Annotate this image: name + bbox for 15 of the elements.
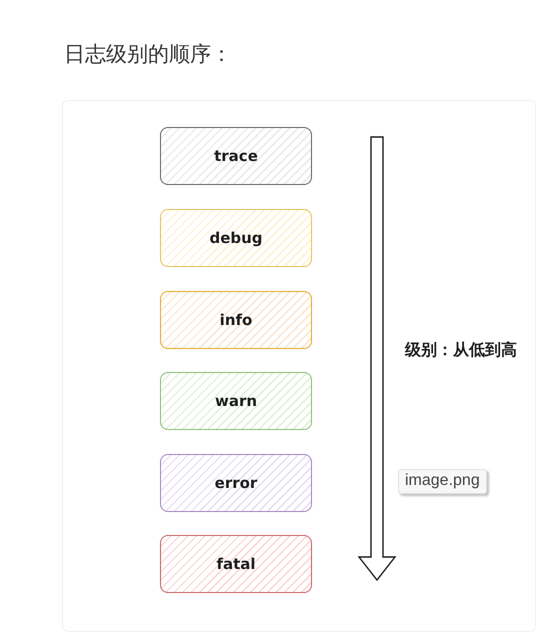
level-name: fatal bbox=[216, 555, 256, 573]
level-name: warn bbox=[214, 392, 258, 410]
level-name: debug bbox=[209, 229, 263, 247]
level-name: error bbox=[214, 474, 258, 492]
level-box bbox=[160, 127, 312, 185]
page-title: 日志级别的顺序： bbox=[64, 41, 232, 68]
level-box bbox=[160, 209, 312, 267]
level-name: trace bbox=[214, 147, 258, 165]
level-box bbox=[160, 372, 312, 430]
level-box bbox=[160, 535, 312, 593]
filename-tooltip: image.png bbox=[398, 469, 487, 494]
level-box bbox=[160, 291, 312, 349]
level-name: info bbox=[220, 311, 252, 329]
level-box bbox=[160, 454, 312, 512]
arrow-label: 级别：从低到高 bbox=[405, 339, 517, 361]
